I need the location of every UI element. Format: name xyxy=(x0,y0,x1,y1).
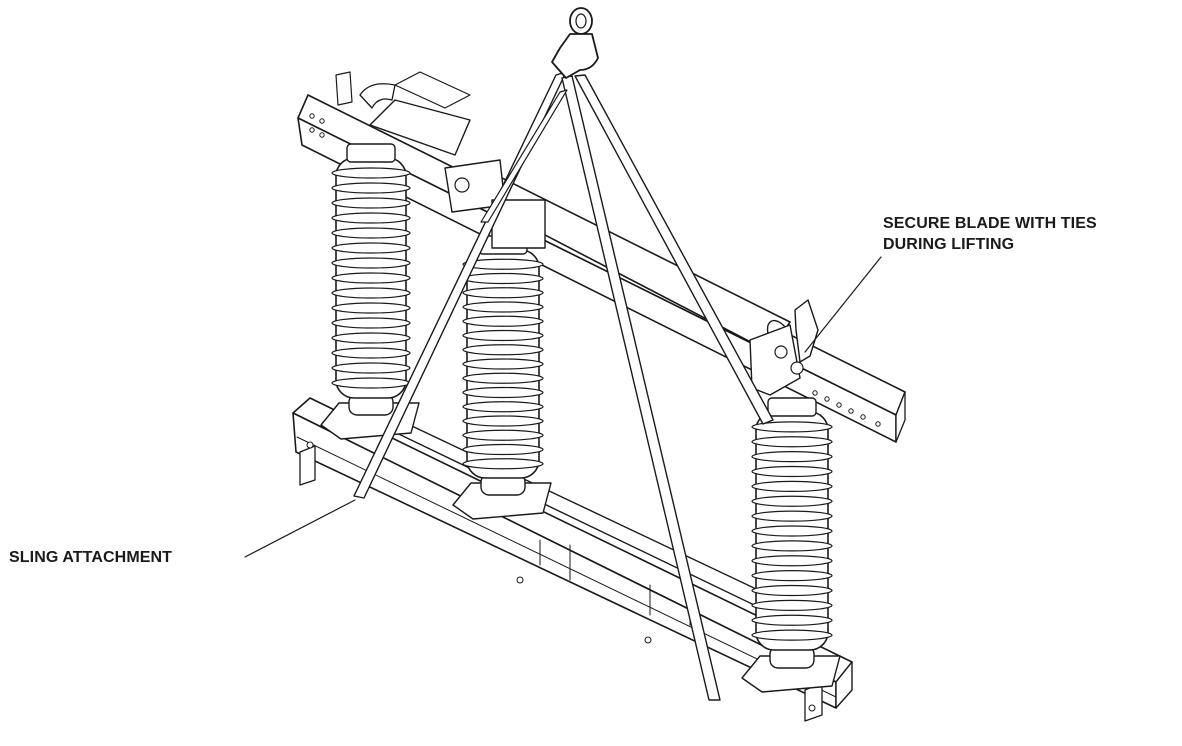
sling-attachment-callout: SLING ATTACHMENT xyxy=(9,549,173,566)
insulator-center xyxy=(452,235,552,520)
secure-blade-callout-line-2: DURING LIFTING xyxy=(883,236,1015,253)
secure-blade-leader-line xyxy=(804,256,882,353)
lifting-slings xyxy=(353,71,774,701)
insulator-right xyxy=(741,397,841,693)
contact-assembly xyxy=(444,159,819,396)
sling-attachment-leader-line xyxy=(244,499,356,558)
secure-blade-callout: SECURE BLADE WITH TIES DURING LIFTING xyxy=(883,213,1097,255)
lifting-hook xyxy=(551,7,599,79)
secure-blade-callout-line-1: SECURE BLADE WITH TIES xyxy=(883,215,1097,232)
insulators xyxy=(320,143,841,693)
